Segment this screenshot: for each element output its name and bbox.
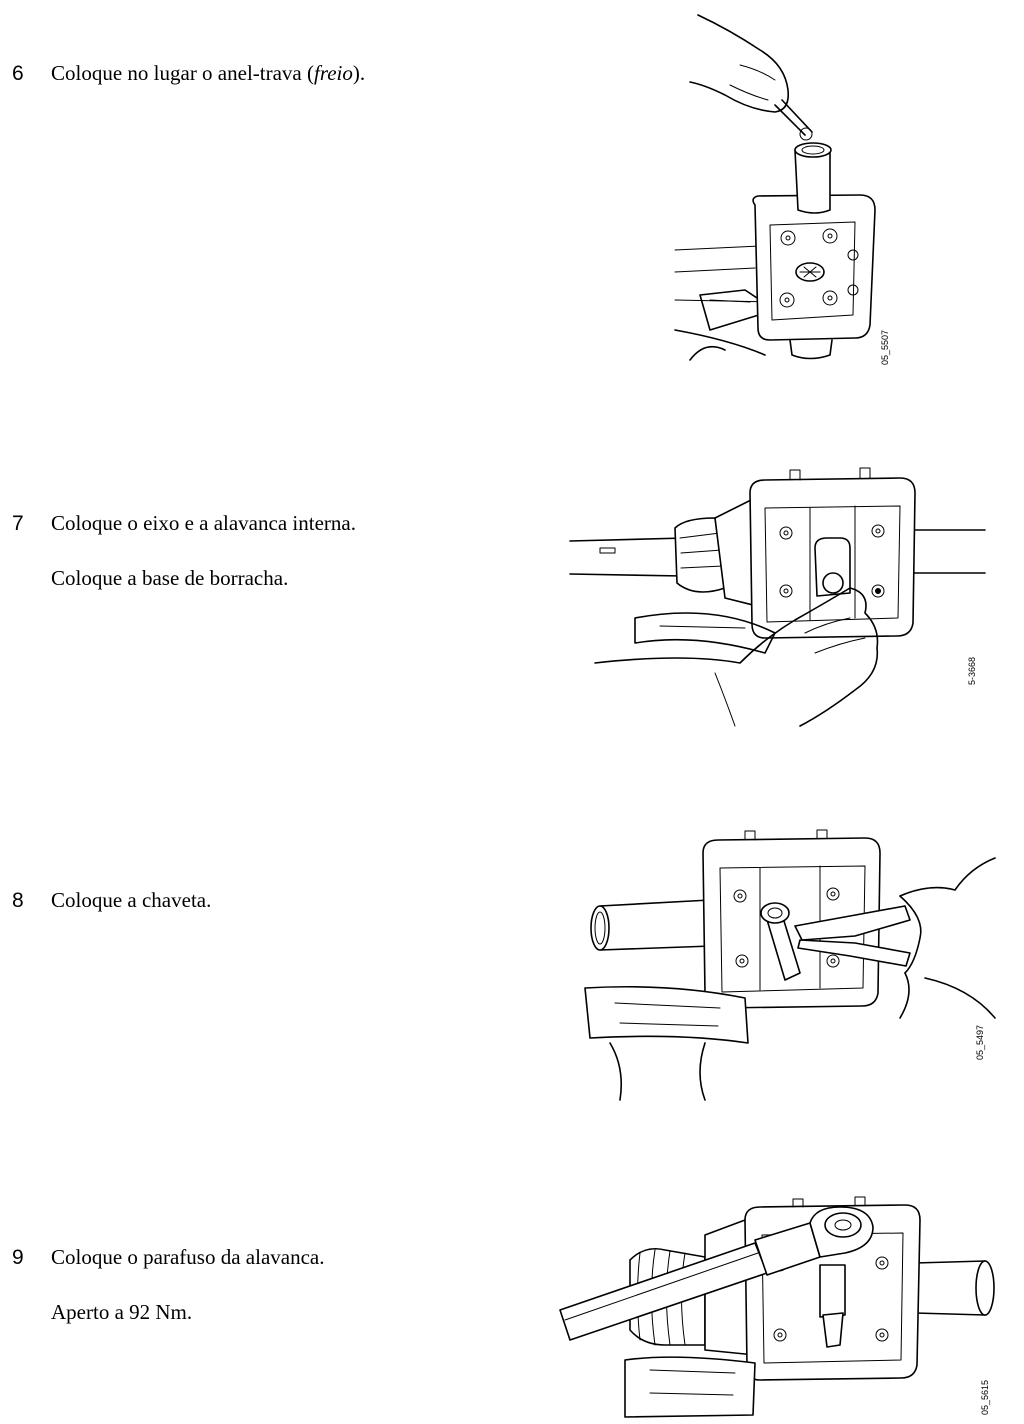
step-instruction: Coloque o eixo e a alavanca interna. [51,511,356,535]
figure-code: 05_5497 [975,1024,985,1060]
key-pliers-installation-illustration: 05_5497 [570,828,1000,1103]
step-instruction: Coloque o parafuso da alavanca. [51,1245,325,1269]
instruction-text: Coloque no lugar o anel-trava ( [51,61,314,85]
step-number: 7 [12,512,24,535]
step-number: 6 [12,62,24,85]
torque-wrench-tightening-illustration: 05_5615 [555,1195,995,1420]
step-instruction: Coloque no lugar o anel-trava (freio). [51,63,365,84]
instruction-text-end: ). [352,61,366,85]
step-instruction-2: Coloque a base de borracha. [51,566,289,590]
figure-code: 05_5507 [880,329,890,365]
figure-code: 05_5615 [980,1379,990,1415]
step-instruction-2: Aperto a 92 Nm. [51,1300,193,1324]
figure-code: 5-3668 [967,656,977,685]
shaft-lever-installation-illustration: 5-3668 [565,458,995,728]
snap-ring-installation-illustration: 05_5507 [670,10,900,370]
step-number: 9 [12,1246,24,1269]
step-instruction: Coloque a chaveta. [51,888,212,912]
step-number: 8 [12,889,24,912]
instruction-italic-term: freio [314,61,353,85]
